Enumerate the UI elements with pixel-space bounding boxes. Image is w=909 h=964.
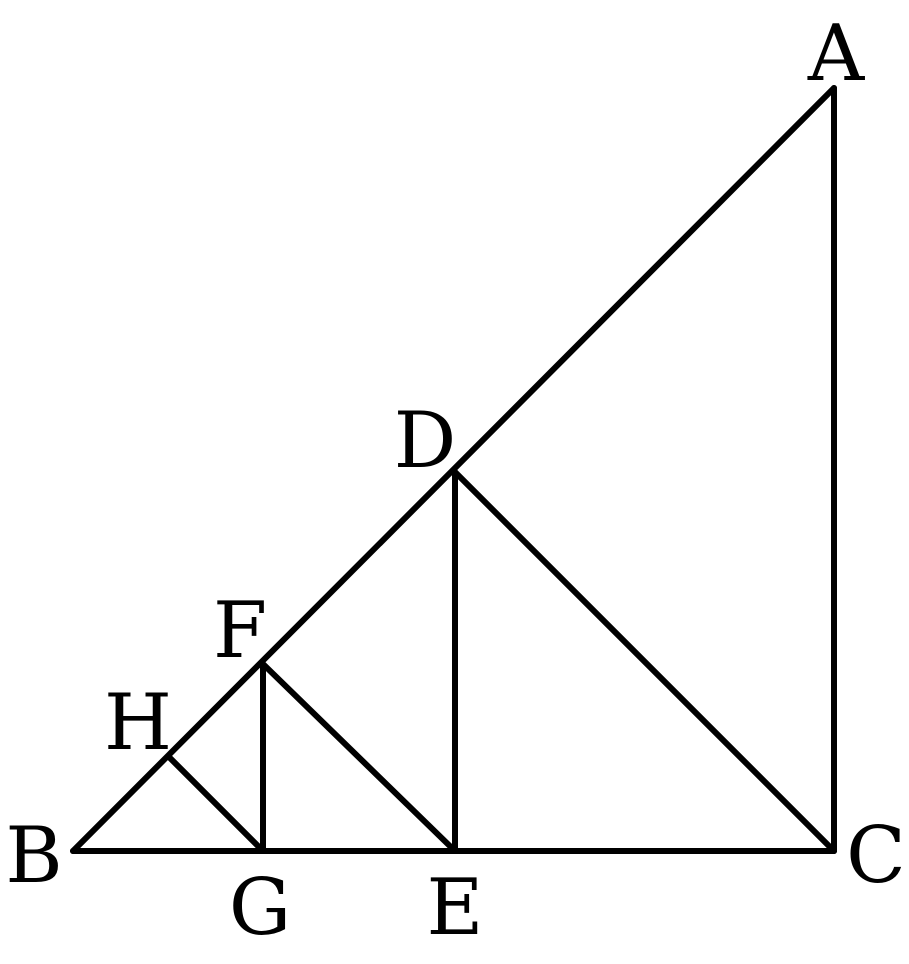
point-label-a: A — [807, 9, 866, 99]
point-label-c: C — [846, 811, 906, 901]
point-label-b: B — [5, 811, 62, 901]
point-label-e: E — [427, 863, 484, 953]
point-label-f: F — [213, 586, 267, 676]
segment-dc — [452, 469, 837, 854]
point-label-g: G — [229, 863, 291, 953]
segment-fe — [260, 661, 458, 854]
segment-hg — [166, 754, 266, 854]
point-label-d: D — [394, 396, 457, 486]
point-label-h: H — [104, 678, 172, 768]
